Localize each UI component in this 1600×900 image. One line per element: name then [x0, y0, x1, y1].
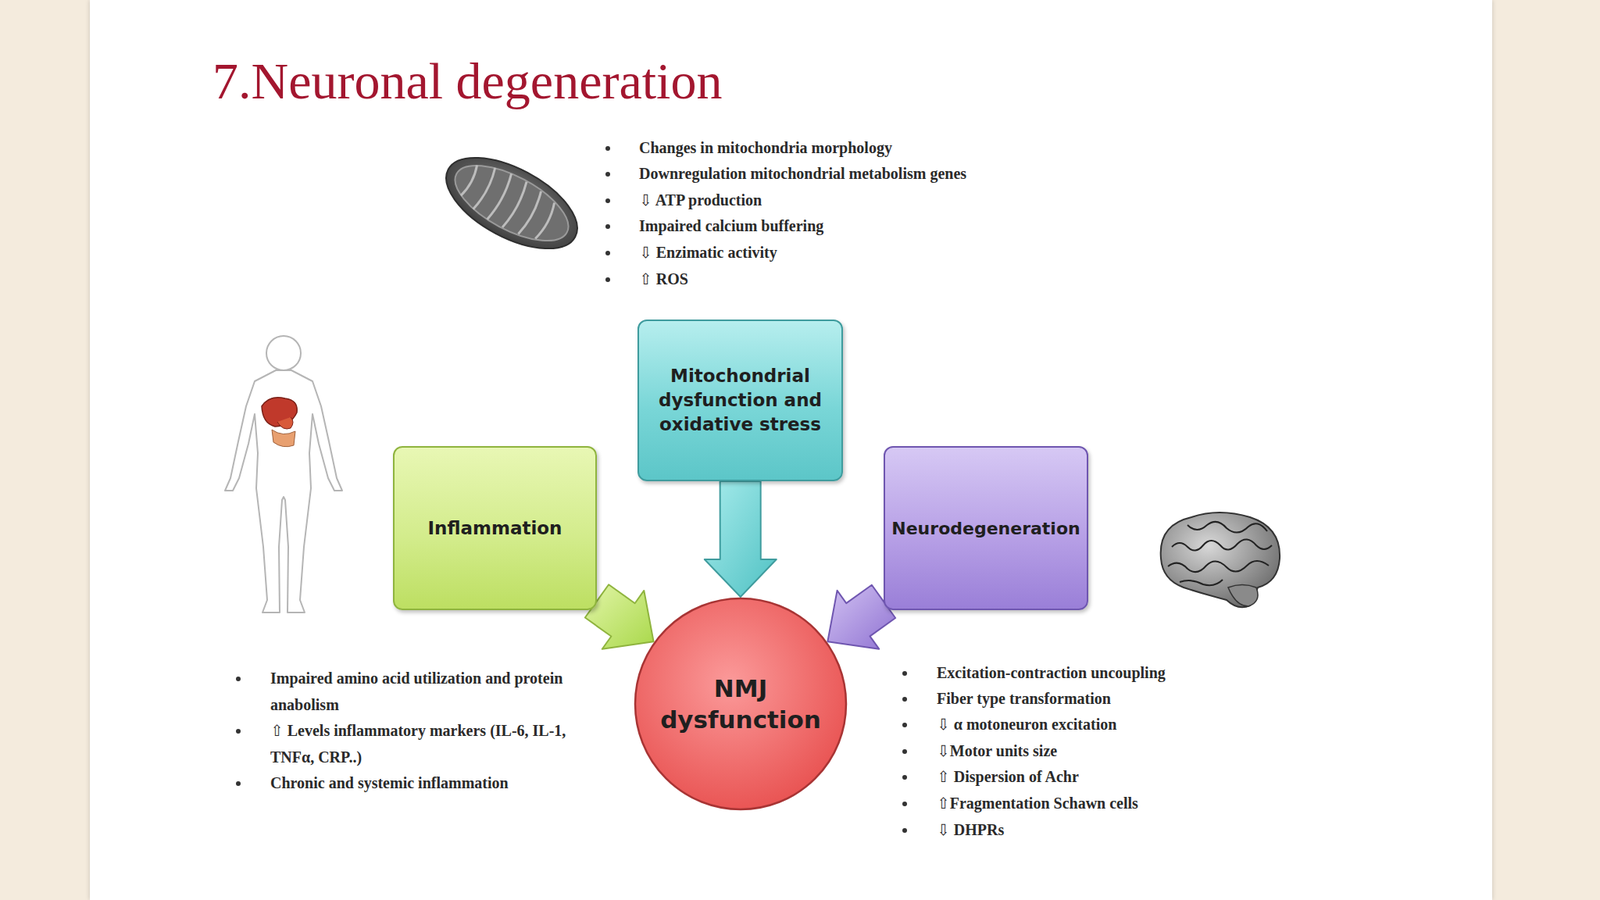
node-text: Neurodegeneration — [891, 516, 1080, 541]
node-text: Inflammation — [427, 516, 562, 541]
slide-title: 7.Neuronal degeneration — [212, 51, 722, 111]
mitochondrion-image — [432, 139, 592, 268]
circle-shape — [635, 598, 847, 810]
circle-outline — [633, 596, 848, 811]
process-box: Mitochondrial dysfunction and oxidative … — [637, 319, 843, 482]
bullet-text: ⇩Motor units size — [936, 738, 1312, 765]
bullet-text: ⇧ Levels inflammatory markers (IL-6, IL-… — [270, 717, 577, 771]
human-figure — [225, 335, 343, 613]
block-arrow — [704, 481, 777, 597]
brain-image — [1160, 512, 1280, 608]
bullet-dots — [235, 146, 908, 833]
bullet-text: ⇧ ROS — [639, 266, 1077, 293]
bullet-text: Fiber type transformation — [936, 685, 1312, 713]
bullet-text: ⇧Fragmentation Schawn cells — [936, 790, 1312, 818]
process-box: Neurodegeneration — [883, 446, 1089, 611]
bullet-text: ⇩ DHPRs — [936, 817, 1312, 844]
bullet-text: Chronic and systemic inflammation — [270, 770, 577, 797]
bullet-text: Changes in mitochondria morphology — [639, 135, 1077, 162]
process-box: Inflammation — [392, 446, 597, 611]
bullet-text: ⇧ Dispersion of Achr — [936, 764, 1312, 791]
node-text: Mitochondrial dysfunction and oxidative … — [653, 364, 828, 437]
bullet-text: ⇩ α motoneuron excitation — [936, 711, 1312, 739]
bullet-text: ⇩ ATP production — [639, 187, 1077, 215]
bullet-text: Impaired amino acid utilization and prot… — [270, 665, 577, 718]
bullet-text: Excitation-contraction uncoupling — [936, 660, 1312, 687]
bullet-text: Impaired calcium buffering — [639, 213, 1077, 240]
node-text: NMJ dysfunction — [660, 672, 822, 736]
bullet-text: ⇩ Enzimatic activity — [639, 239, 1077, 267]
bullet-text: Downregulation mitochondrial metabolism … — [639, 160, 1077, 188]
process-circle: NMJ dysfunction — [633, 596, 848, 811]
